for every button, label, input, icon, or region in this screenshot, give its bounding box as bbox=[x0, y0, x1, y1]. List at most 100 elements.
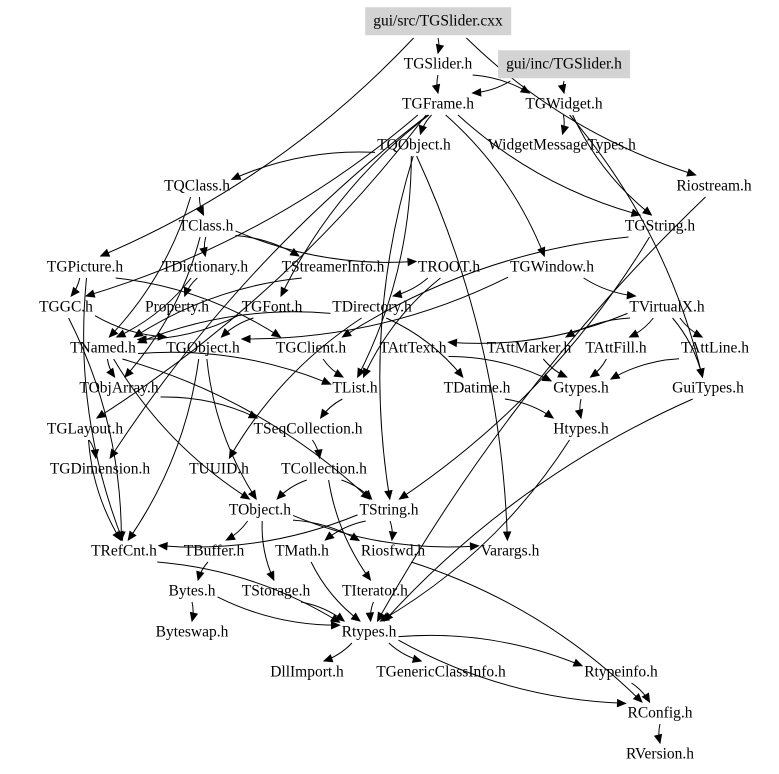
edge-trefcnt-h-to-rtypes-h bbox=[157, 561, 340, 623]
node-gtypes-h[interactable]: Gtypes.h bbox=[553, 379, 609, 397]
edge-tgstring-h-to-tstring-h bbox=[399, 236, 650, 500]
node-tgpicture-h[interactable]: TGPicture.h bbox=[46, 258, 124, 276]
edge-bytes-h-to-rtypes-h bbox=[217, 596, 340, 626]
arrowhead-icon bbox=[157, 542, 168, 551]
node-tattfill-h[interactable]: TAttFill.h bbox=[585, 339, 647, 357]
arrowhead-icon bbox=[350, 612, 361, 622]
edge-tgwindow-h-to-tgobject-h bbox=[241, 276, 509, 340]
node-tvirtualx-h[interactable]: TVirtualX.h bbox=[629, 298, 705, 316]
arrowhead-icon bbox=[333, 369, 344, 378]
node-tggc-h[interactable]: TGGC.h bbox=[39, 298, 93, 316]
node-tdictionary-h[interactable]: TDictionary.h bbox=[161, 258, 249, 276]
node-tgfont-h[interactable]: TGFont.h bbox=[241, 298, 303, 316]
node-tdirectory-h[interactable]: TDirectory.h bbox=[332, 298, 412, 316]
node-tdatime-h[interactable]: TDatime.h bbox=[443, 379, 511, 397]
edge-tobject-h-to-riosfwd-h bbox=[292, 519, 360, 541]
arrowhead-icon bbox=[247, 410, 259, 419]
node-tuuid-h[interactable]: TUUID.h bbox=[189, 460, 249, 478]
arrowhead-icon bbox=[447, 338, 458, 348]
node-titerator-h[interactable]: TIterator.h bbox=[342, 582, 408, 600]
node-tgstring-h[interactable]: TGString.h bbox=[624, 217, 696, 235]
edge-rtypes-h-to-rtypeinfo-h bbox=[398, 634, 583, 667]
node-tgclient-h[interactable]: TGClient.h bbox=[275, 339, 347, 357]
node-rconfig-h[interactable]: RConfig.h bbox=[627, 704, 693, 722]
node-inc-tgslider-h[interactable]: gui/inc/TGSlider.h bbox=[498, 50, 630, 78]
node-widgetmessagetypes-h[interactable]: WidgetMessageTypes.h bbox=[488, 136, 636, 154]
arrowhead-icon bbox=[357, 367, 366, 379]
edge-tgwidget-h-to-tgstring-h bbox=[572, 114, 652, 216]
node-rversion-h[interactable]: RVersion.h bbox=[625, 745, 695, 763]
node-tgslider-h[interactable]: TGSlider.h bbox=[403, 55, 473, 73]
node-tstorage-h[interactable]: TStorage.h bbox=[241, 582, 311, 600]
edge-riosfwd-h-to-rconfig-h bbox=[410, 561, 643, 703]
arrowhead-icon bbox=[361, 570, 372, 582]
node-tmath-h[interactable]: TMath.h bbox=[275, 542, 329, 560]
node-tattmarker-h[interactable]: TAttMarker.h bbox=[486, 339, 572, 357]
node-tbuffer-h[interactable]: TBuffer.h bbox=[183, 542, 245, 560]
arrowhead-icon bbox=[108, 327, 119, 338]
edge-tdirectory-h-to-tuuid-h bbox=[228, 317, 362, 459]
node-trefcnt-h[interactable]: TRefCnt.h bbox=[91, 542, 157, 560]
arrowhead-icon bbox=[398, 490, 409, 500]
node-bytes-h[interactable]: Bytes.h bbox=[168, 582, 216, 600]
edge-tgframe-h-to-tgstring-h bbox=[457, 114, 641, 216]
edge-tggc-h-to-trefcnt-h bbox=[68, 317, 122, 541]
node-property-h[interactable]: Property.h bbox=[145, 298, 209, 316]
node-tlist-h[interactable]: TList.h bbox=[332, 379, 378, 397]
node-tclass-h[interactable]: TClass.h bbox=[178, 217, 234, 235]
arrowhead-icon bbox=[543, 409, 555, 419]
edge-tclass-h-to-tobjarray-h bbox=[124, 236, 201, 378]
node-tgenericclassinfo-h[interactable]: TGenericClassInfo.h bbox=[376, 663, 506, 681]
arrowhead-icon bbox=[418, 124, 427, 136]
edge-tqobject-h-to-tqclass-h bbox=[231, 151, 376, 180]
node-tqobject-h[interactable]: TQObject.h bbox=[377, 136, 451, 154]
node-riostream-h[interactable]: Riostream.h bbox=[676, 177, 752, 195]
edge-guitypes-h-to-rtypes-h bbox=[383, 398, 693, 622]
node-guitypes-h[interactable]: GuiTypes.h bbox=[672, 379, 744, 397]
arrowhead-icon bbox=[322, 654, 334, 663]
edge-tggc-h-to-tgobject-h bbox=[94, 315, 167, 338]
node-htypes-h[interactable]: Htypes.h bbox=[553, 420, 609, 438]
node-tgwindow-h[interactable]: TGWindow.h bbox=[509, 258, 595, 276]
node-tobjarray-h[interactable]: TObjArray.h bbox=[79, 379, 159, 397]
arrowhead-icon bbox=[324, 531, 335, 541]
arrowhead-icon bbox=[314, 448, 323, 460]
node-rtypes-h[interactable]: Rtypes.h bbox=[341, 623, 397, 641]
arrowhead-icon bbox=[225, 532, 236, 541]
arrowhead-icon bbox=[266, 570, 275, 582]
arrowhead-icon bbox=[626, 290, 637, 300]
arrowhead-icon bbox=[560, 124, 570, 136]
node-tgwidget-h[interactable]: TGWidget.h bbox=[525, 95, 603, 113]
node-tstreamerinfo-h[interactable]: TStreamerInfo.h bbox=[281, 258, 385, 276]
node-tglayout-h[interactable]: TGLayout.h bbox=[46, 420, 124, 438]
edge-tgobject-h-to-tobject-h bbox=[206, 358, 257, 500]
node-tnamed-h[interactable]: TNamed.h bbox=[70, 339, 136, 357]
arrowhead-icon bbox=[280, 286, 289, 298]
edge-tqclass-h-to-tnamed-h bbox=[109, 196, 192, 338]
node-tattline-h[interactable]: TAttLine.h bbox=[680, 339, 750, 357]
edge-tgframe-h-to-tgwindow-h bbox=[445, 114, 545, 257]
node-tatttext-h[interactable]: TAttText.h bbox=[379, 339, 447, 357]
node-tstring-h[interactable]: TString.h bbox=[359, 501, 419, 519]
arrowhead-icon bbox=[376, 611, 386, 623]
node-rtypeinfo-h[interactable]: Rtypeinfo.h bbox=[584, 663, 658, 681]
node-troot-h[interactable]: TROOT.h bbox=[417, 258, 481, 276]
node-tobject-h[interactable]: TObject.h bbox=[228, 501, 292, 519]
arrowhead-icon bbox=[589, 368, 601, 378]
arrowhead-icon bbox=[365, 612, 375, 623]
node-tseqcollection-h[interactable]: TSeqCollection.h bbox=[253, 420, 363, 438]
node-byteswap-h[interactable]: Byteswap.h bbox=[155, 623, 229, 641]
arrowhead-icon bbox=[630, 208, 642, 217]
edge-tdictionary-h-to-tnamed-h bbox=[116, 277, 192, 338]
node-tgslider-cxx[interactable]: gui/src/TGSlider.cxx bbox=[365, 7, 511, 35]
edge-tstreamerinfo-h-to-tnamed-h bbox=[133, 277, 302, 338]
node-tgframe-h[interactable]: TGFrame.h bbox=[402, 95, 474, 113]
node-tcollection-h[interactable]: TCollection.h bbox=[281, 460, 367, 478]
node-dllimport-h[interactable]: DllImport.h bbox=[270, 663, 344, 681]
node-varargs-h[interactable]: Varargs.h bbox=[480, 542, 540, 560]
node-tgobject-h[interactable]: TGObject.h bbox=[166, 339, 240, 357]
node-riosfwd-h[interactable]: Riosfwd.h bbox=[360, 542, 426, 560]
edge-tgframe-h-to-tgfont-h bbox=[280, 114, 430, 297]
node-tgdimension-h[interactable]: TGDimension.h bbox=[49, 460, 151, 478]
node-tqclass-h[interactable]: TQClass.h bbox=[164, 177, 230, 195]
